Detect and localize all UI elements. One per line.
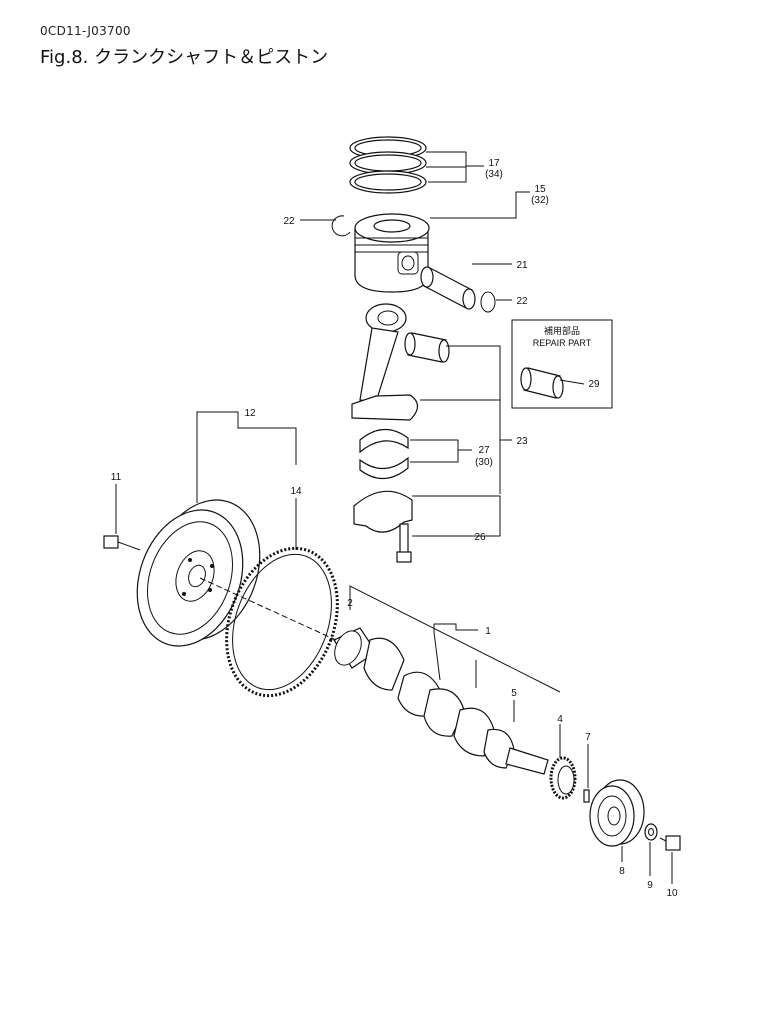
key: [583, 789, 590, 803]
callout-23: 23: [516, 436, 528, 447]
crankshaft-gear: [549, 756, 577, 800]
callout-1: 1: [485, 626, 491, 637]
callout-17: 17: [488, 158, 500, 169]
leader-lines: [115, 151, 673, 884]
callout-22-right: 22: [516, 296, 528, 307]
flywheel: [136, 499, 261, 647]
callout-26: 26: [474, 532, 486, 543]
callout-22-left: 22: [283, 216, 295, 227]
pulley-bolt: [659, 835, 681, 851]
flywheel-bolt: [103, 535, 141, 551]
callout-5: 5: [511, 688, 517, 699]
callout-10: 10: [666, 888, 678, 899]
figure-title: Fig.8. クランクシャフト＆ピストン: [40, 47, 329, 68]
callout-11: 11: [111, 472, 122, 483]
piston-rings: [349, 136, 427, 194]
callout-14: 14: [290, 486, 302, 497]
piston: [354, 213, 430, 293]
document-code: 0CD11-J03700: [40, 24, 131, 38]
crank-pulley: [589, 779, 645, 847]
callout-4: 4: [557, 714, 563, 725]
callout-27: 27: [478, 445, 490, 456]
callout-29: 29: [588, 379, 600, 390]
callout-30: (30): [475, 457, 493, 468]
callout-labels: 17 (34) 15 (32) 22 21 22 29 27 (30) 23 2…: [111, 158, 678, 899]
callout-15: 15: [534, 184, 546, 195]
callout-9: 9: [647, 880, 653, 891]
connecting-rod: [351, 303, 419, 421]
repair-part-box: 補用部品 REPAIR PART: [511, 319, 613, 409]
callout-2: 2: [347, 598, 353, 609]
small-end-bushing: [404, 332, 450, 363]
ring-gear: [225, 546, 339, 698]
rod-cap: [353, 490, 413, 533]
repair-title-en: REPAIR PART: [533, 338, 592, 348]
circlip-right: [480, 291, 496, 313]
bearing-shell-lower: [359, 456, 409, 480]
piston-pin: [420, 266, 476, 310]
repair-title-jp: 補用部品: [544, 325, 580, 336]
washer: [644, 823, 658, 841]
callout-34: (34): [485, 169, 503, 180]
circlip-left: [331, 215, 351, 237]
callout-12: 12: [244, 408, 256, 419]
bearing-shell-upper: [359, 428, 409, 454]
rod-bolt: [396, 523, 412, 563]
crankshaft: [333, 627, 549, 775]
callout-8: 8: [619, 866, 625, 877]
callout-32: (32): [531, 195, 549, 206]
callout-7: 7: [585, 732, 591, 743]
callout-21: 21: [516, 260, 528, 271]
